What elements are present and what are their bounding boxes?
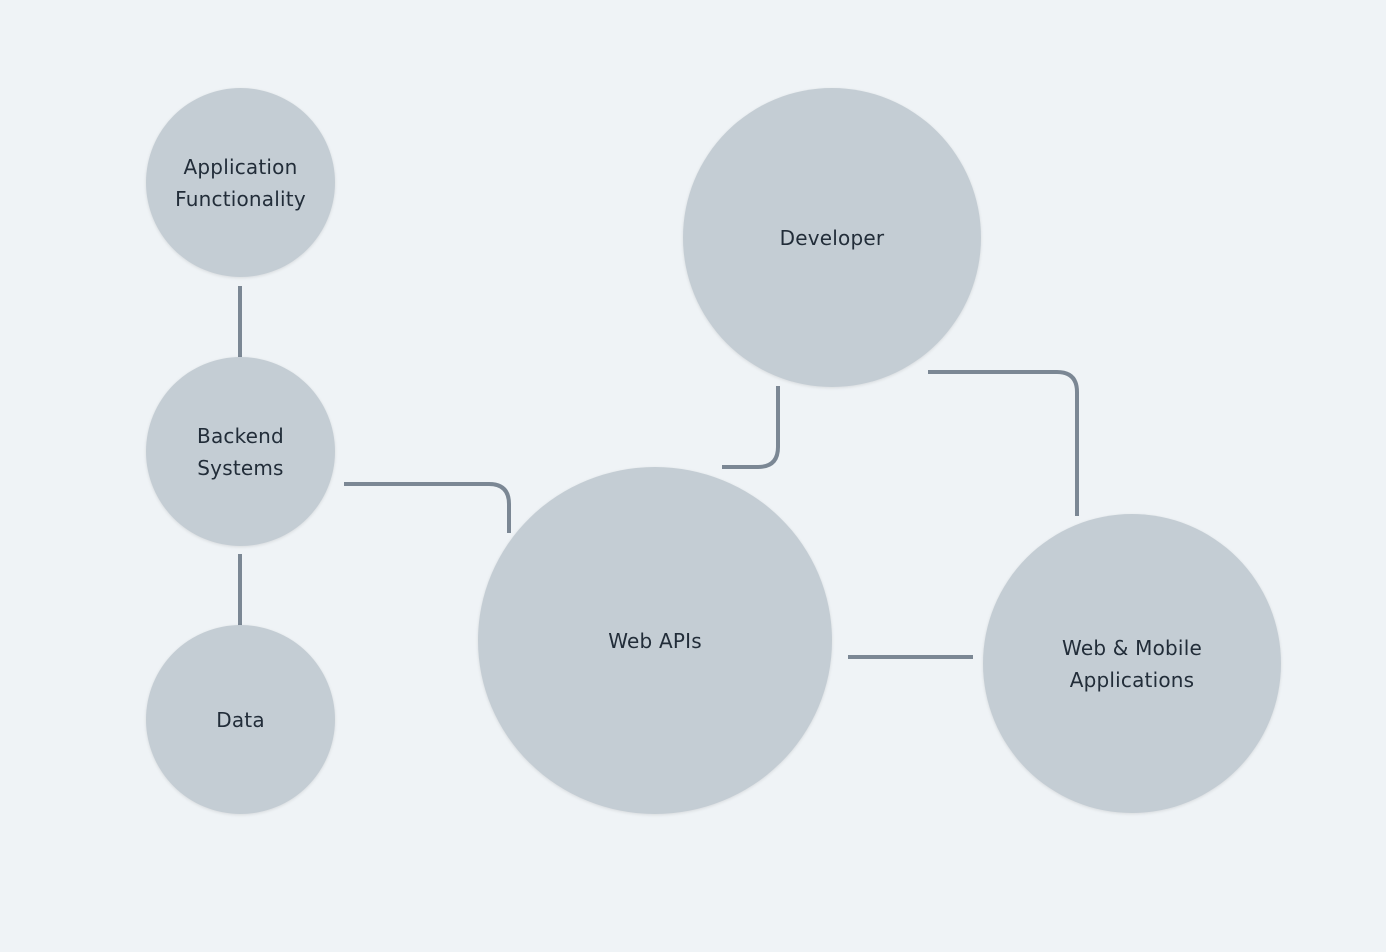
connector-webapis-to-developer bbox=[722, 386, 780, 469]
node-data[interactable]: Data bbox=[146, 625, 335, 814]
node-developer[interactable]: Developer bbox=[683, 88, 981, 387]
connector-developer-to-webmobile bbox=[928, 370, 1079, 516]
node-web-apis[interactable]: Web APIs bbox=[478, 467, 832, 814]
node-web-mobile-applications[interactable]: Web & Mobile Applications bbox=[983, 514, 1281, 813]
node-label: Backend Systems bbox=[197, 423, 284, 480]
node-label: Application Functionality bbox=[175, 154, 306, 211]
node-label: Developer bbox=[779, 225, 885, 250]
node-label: Web APIs bbox=[608, 628, 702, 653]
node-application-functionality[interactable]: Application Functionality bbox=[146, 88, 335, 277]
node-backend-systems[interactable]: Backend Systems bbox=[146, 357, 335, 546]
node-label: Web & Mobile Applications bbox=[1062, 635, 1202, 692]
node-label: Data bbox=[216, 707, 265, 732]
connector-backend-to-webapis bbox=[344, 482, 511, 533]
